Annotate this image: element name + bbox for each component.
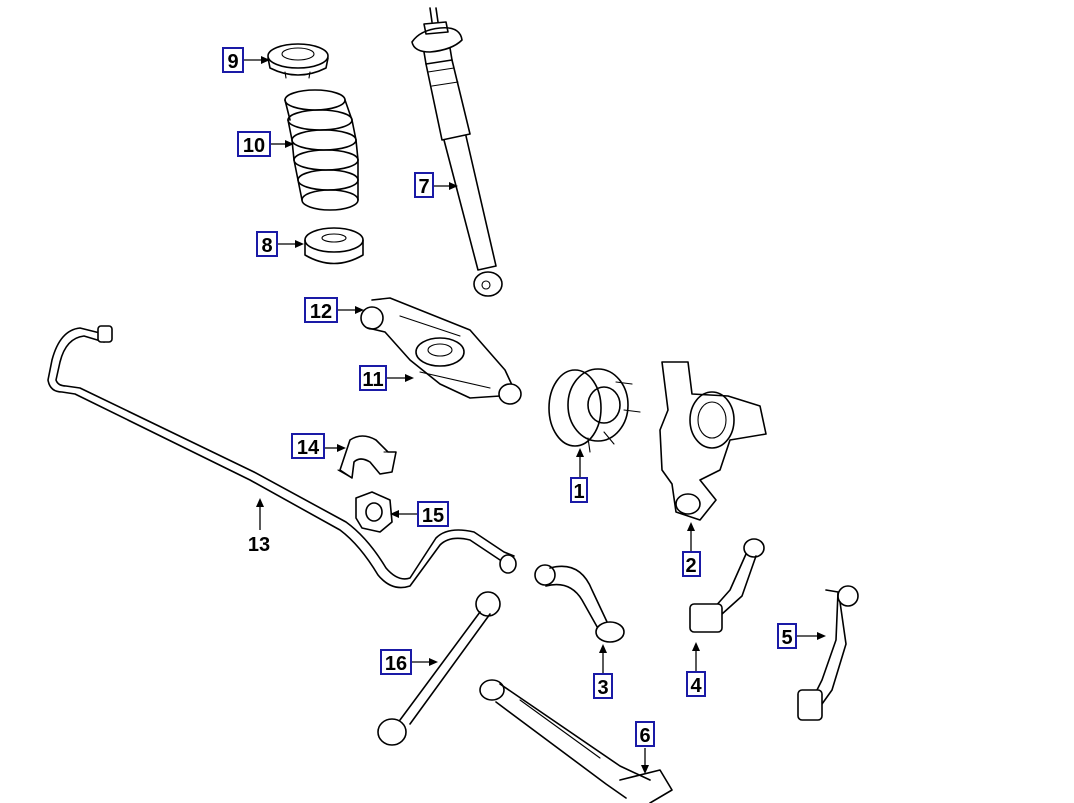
callout-14-label: 14 (297, 437, 320, 459)
part-10-coil-spring (284, 89, 359, 211)
part-9-spring-seat (267, 43, 329, 79)
part-11-lower-control-arm (360, 297, 522, 405)
part-8-lower-spring-seat (304, 227, 364, 265)
callout-2-label: 2 (685, 555, 696, 577)
callout-6: 6 (635, 721, 655, 747)
callout-10: 10 (237, 131, 271, 157)
callout-1-label: 1 (573, 481, 584, 503)
part-14-stabilizer-bracket (337, 435, 397, 479)
callout-7: 7 (414, 172, 434, 198)
callout-14: 14 (291, 433, 325, 459)
callout-16: 16 (380, 649, 412, 675)
callout-5: 5 (777, 623, 797, 649)
callout-11: 11 (359, 365, 387, 391)
callout-15-label: 15 (422, 505, 444, 527)
callout-7-label: 7 (418, 176, 429, 198)
part-4-lateral-arm (689, 538, 765, 633)
part-6-lower-link (479, 679, 673, 803)
part-15-stabilizer-bushing (355, 491, 393, 533)
part-5-toe-link (797, 585, 859, 721)
part-13-stabilizer-bar (47, 325, 517, 589)
part-3-control-arm (534, 564, 625, 643)
callout-13: 13 (248, 534, 270, 556)
callout-10-label: 10 (243, 135, 265, 157)
callout-12: 12 (304, 297, 338, 323)
callout-6-label: 6 (639, 725, 650, 747)
callout-12-label: 12 (310, 301, 332, 323)
part-7-shock-absorber (411, 7, 503, 297)
part-1-wheel-hub (548, 368, 641, 453)
callout-11-label: 11 (362, 369, 383, 391)
callout-4-label: 4 (690, 675, 702, 697)
callout-2: 2 (682, 551, 701, 577)
callout-8: 8 (256, 231, 278, 257)
part-16-stabilizer-link (377, 591, 501, 746)
callout-13-label: 13 (248, 534, 270, 556)
leader-lines (244, 56, 826, 774)
callout-9: 9 (222, 47, 244, 73)
callout-1: 1 (570, 477, 588, 503)
callout-3-label: 3 (597, 677, 608, 699)
callout-15: 15 (417, 501, 449, 527)
callout-5-label: 5 (781, 627, 792, 649)
callout-4: 4 (686, 671, 706, 697)
callout-16-label: 16 (385, 653, 407, 675)
callout-8-label: 8 (261, 235, 272, 257)
part-2-knuckle (659, 361, 767, 521)
callout-9-label: 9 (227, 51, 238, 73)
callout-3: 3 (593, 673, 613, 699)
